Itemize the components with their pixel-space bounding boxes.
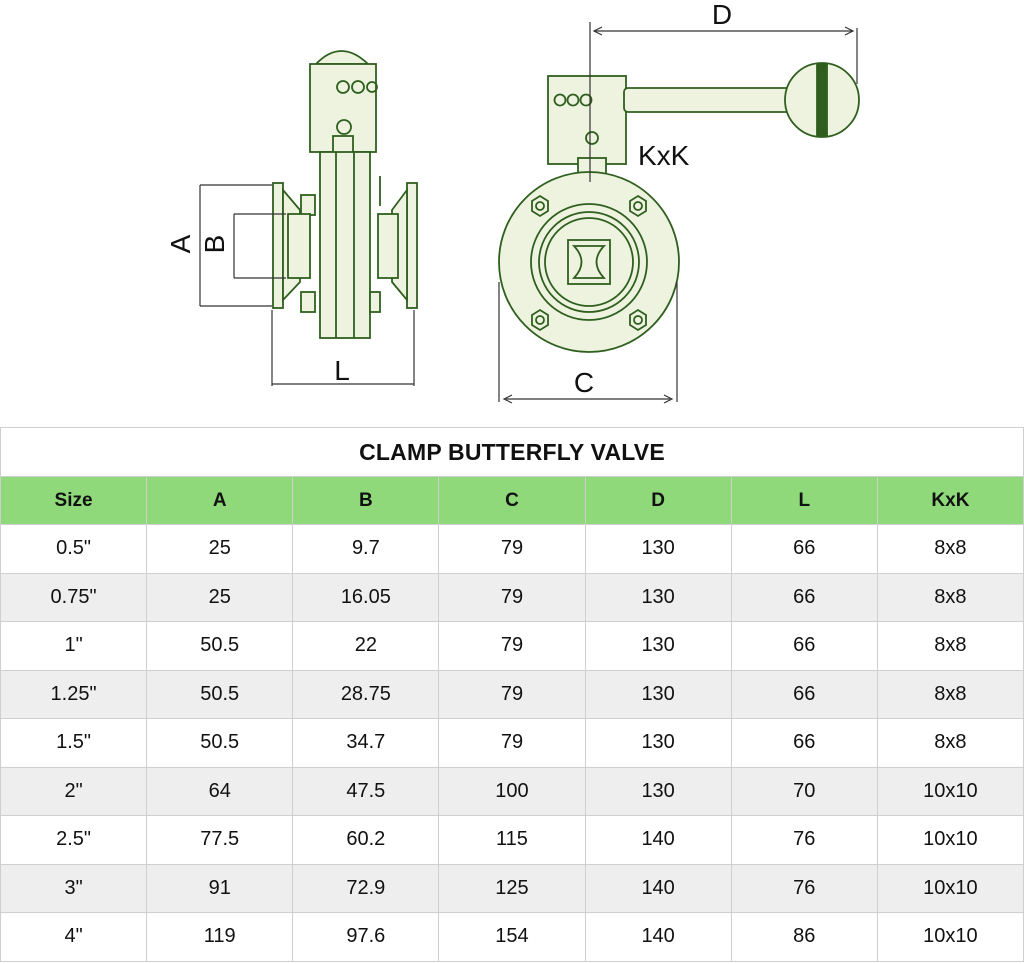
table-cell: 79	[438, 669, 586, 719]
table-cell: 1"	[0, 621, 148, 671]
dim-label-l: L	[334, 355, 350, 386]
table-cell: 140	[584, 815, 732, 865]
table-cell: 119	[146, 912, 294, 962]
table-cell: 50.5	[146, 718, 294, 768]
table-cell: 70	[730, 766, 878, 816]
table-cell: 130	[584, 524, 732, 574]
front-view	[498, 62, 860, 353]
table-cell: 10x10	[876, 815, 1024, 865]
table-cell: 79	[438, 572, 586, 622]
table-cell: 50.5	[146, 669, 294, 719]
valve-technical-drawing: A B L C D KxK	[165, 0, 860, 404]
table-cell: 50.5	[146, 621, 294, 671]
table-cell: 0.75"	[0, 572, 148, 622]
dim-label-kxk: KxK	[638, 140, 690, 171]
table-cell: 8x8	[876, 718, 1024, 768]
table-cell: 130	[584, 718, 732, 768]
table-cell: 66	[730, 669, 878, 719]
spec-table: CLAMP BUTTERFLY VALVE Size A B C D L KxK…	[0, 427, 1024, 962]
table-cell: 8x8	[876, 669, 1024, 719]
table-cell: 64	[146, 766, 294, 816]
table-cell: 25	[146, 572, 294, 622]
table-cell: 4"	[0, 912, 148, 962]
table-cell: 66	[730, 621, 878, 671]
table-cell: 10x10	[876, 766, 1024, 816]
table-cell: 0.5"	[0, 524, 148, 574]
table-cell: 76	[730, 863, 878, 913]
table-cell: 1.25"	[0, 669, 148, 719]
table-cell: 130	[584, 572, 732, 622]
table-cell: 140	[584, 912, 732, 962]
dim-label-a: A	[165, 234, 196, 253]
table-cell: 130	[584, 766, 732, 816]
table-cell: 10x10	[876, 863, 1024, 913]
table-cell: 47.5	[292, 766, 440, 816]
table-cell: 79	[438, 621, 586, 671]
table-cell: 34.7	[292, 718, 440, 768]
column-header: C	[438, 476, 586, 525]
table-cell: 66	[730, 572, 878, 622]
dim-label-b: B	[199, 235, 230, 254]
table-cell: 9.7	[292, 524, 440, 574]
table-cell: 72.9	[292, 863, 440, 913]
dimension-lines	[199, 22, 858, 404]
table-cell: 8x8	[876, 621, 1024, 671]
table-cell: 91	[146, 863, 294, 913]
table-cell: 130	[584, 621, 732, 671]
table-cell: 66	[730, 718, 878, 768]
table-cell: 125	[438, 863, 586, 913]
table-cell: 66	[730, 524, 878, 574]
table-cell: 76	[730, 815, 878, 865]
table-title: CLAMP BUTTERFLY VALVE	[0, 427, 1024, 477]
column-header: Size	[0, 476, 148, 525]
column-header: A	[146, 476, 294, 525]
table-cell: 22	[292, 621, 440, 671]
table-cell: 154	[438, 912, 586, 962]
table-cell: 79	[438, 718, 586, 768]
table-cell: 115	[438, 815, 586, 865]
table-cell: 100	[438, 766, 586, 816]
column-header: B	[292, 476, 440, 525]
table-cell: 79	[438, 524, 586, 574]
table-cell: 8x8	[876, 572, 1024, 622]
table-cell: 3"	[0, 863, 148, 913]
table-cell: 1.5"	[0, 718, 148, 768]
table-cell: 86	[730, 912, 878, 962]
table-cell: 2.5"	[0, 815, 148, 865]
table-cell: 2"	[0, 766, 148, 816]
table-cell: 130	[584, 669, 732, 719]
table-cell: 28.75	[292, 669, 440, 719]
table-cell: 10x10	[876, 912, 1024, 962]
table-cell: 60.2	[292, 815, 440, 865]
column-header: L	[730, 476, 878, 525]
table-cell: 97.6	[292, 912, 440, 962]
dim-label-c: C	[574, 367, 594, 398]
dim-label-d: D	[712, 0, 732, 30]
table-title-row: CLAMP BUTTERFLY VALVE	[0, 427, 1024, 477]
table-cell: 77.5	[146, 815, 294, 865]
side-view	[272, 50, 418, 339]
table-header-row: Size A B C D L KxK	[0, 476, 1024, 525]
table-cell: 140	[584, 863, 732, 913]
column-header: D	[584, 476, 732, 525]
table-cell: 25	[146, 524, 294, 574]
column-header: KxK	[876, 476, 1024, 525]
table-cell: 16.05	[292, 572, 440, 622]
table-cell: 8x8	[876, 524, 1024, 574]
